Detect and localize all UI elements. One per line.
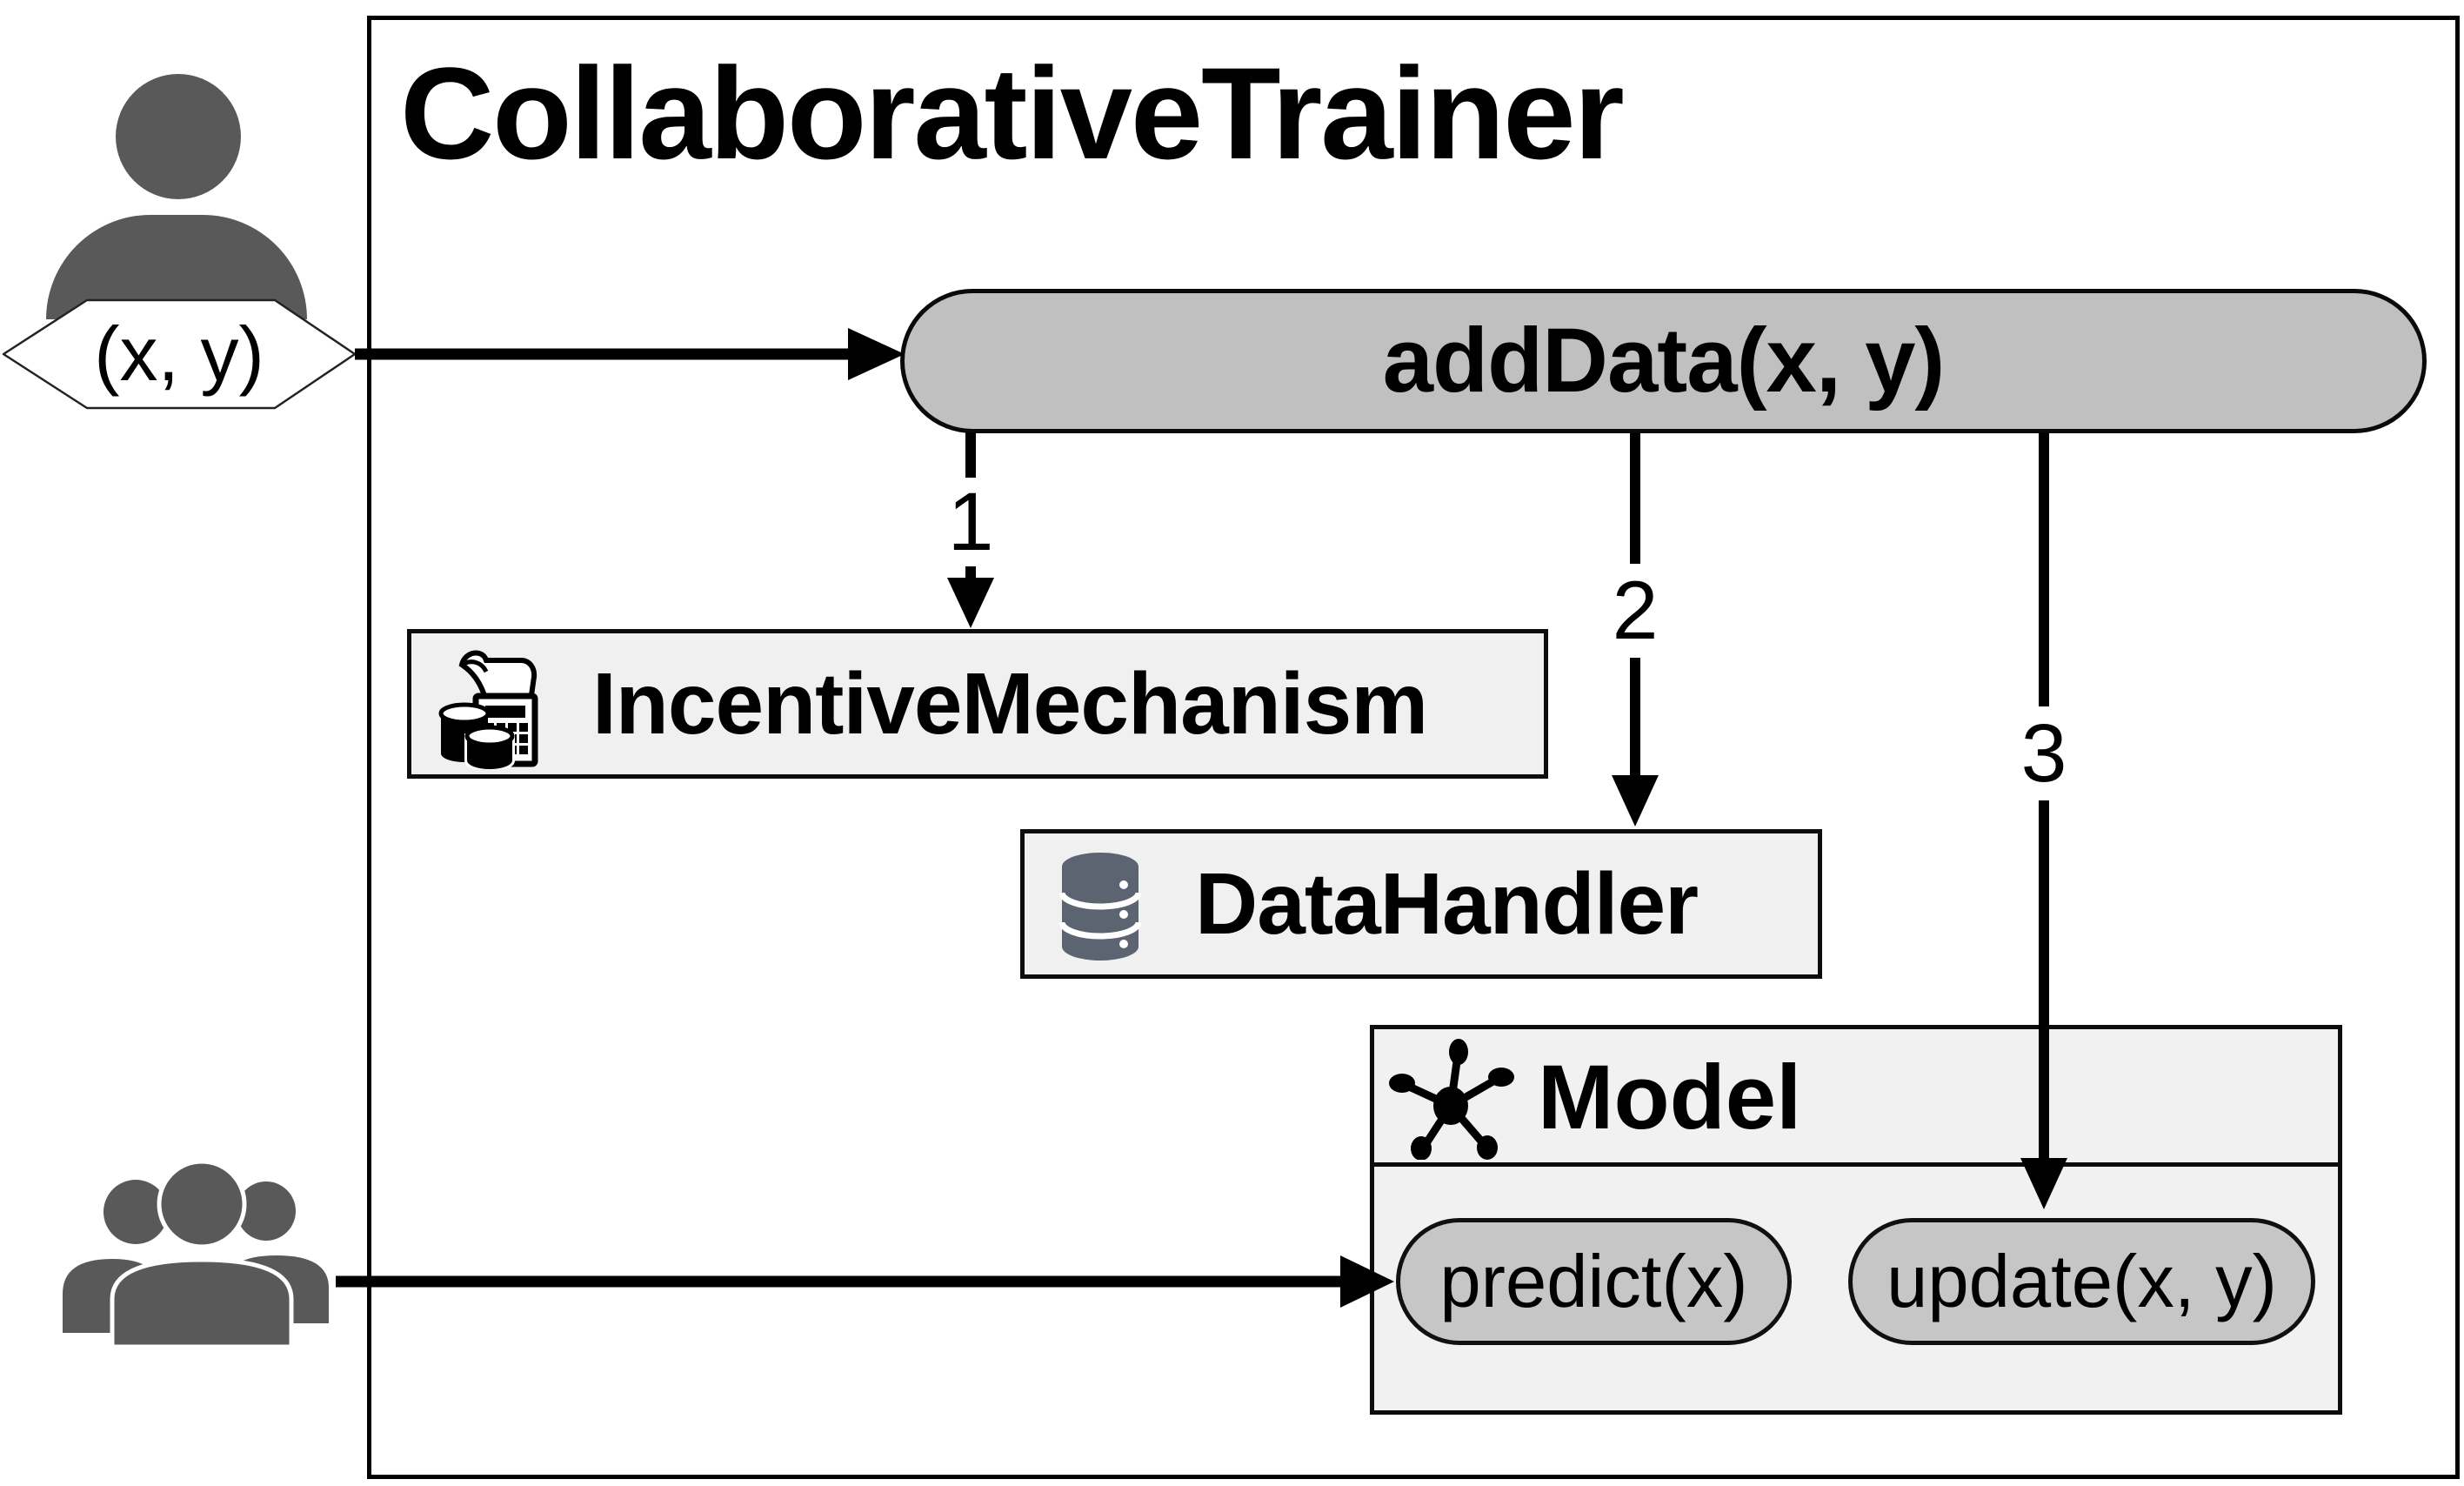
predict-label: predict(x) [1439, 1240, 1748, 1323]
data-handler-box[interactable]: DataHandler [1020, 829, 1822, 979]
single-user-icon [46, 72, 307, 319]
step-2-label: 2 [1587, 566, 1683, 655]
step-3-label: 3 [1996, 709, 2092, 798]
network-graph-icon [1389, 1039, 1514, 1160]
add-data-label: addData(x, y) [1382, 310, 1946, 412]
user-head-shape [116, 74, 241, 199]
model-header: Model [1374, 1029, 2338, 1167]
input-data-label: (x, y) [94, 311, 264, 397]
model-label: Model [1538, 1047, 1802, 1148]
incentive-mechanism-box[interactable]: IncentiveMechanism [407, 629, 1548, 779]
step-1-label: 1 [923, 478, 1018, 566]
incentive-mechanism-label: IncentiveMechanism [592, 654, 1428, 753]
page-title: CollaborativeTrainer [400, 40, 1625, 186]
update-method-pill[interactable]: update(x, y) [1848, 1218, 2315, 1345]
database-icon [1058, 853, 1142, 961]
predict-method-pill[interactable]: predict(x) [1396, 1218, 1792, 1345]
cash-register-icon [438, 650, 538, 769]
data-handler-label: DataHandler [1195, 854, 1699, 953]
add-data-method-pill[interactable]: addData(x, y) [900, 289, 2427, 433]
group-users-icon [63, 1159, 329, 1349]
update-label: update(x, y) [1886, 1240, 2277, 1323]
